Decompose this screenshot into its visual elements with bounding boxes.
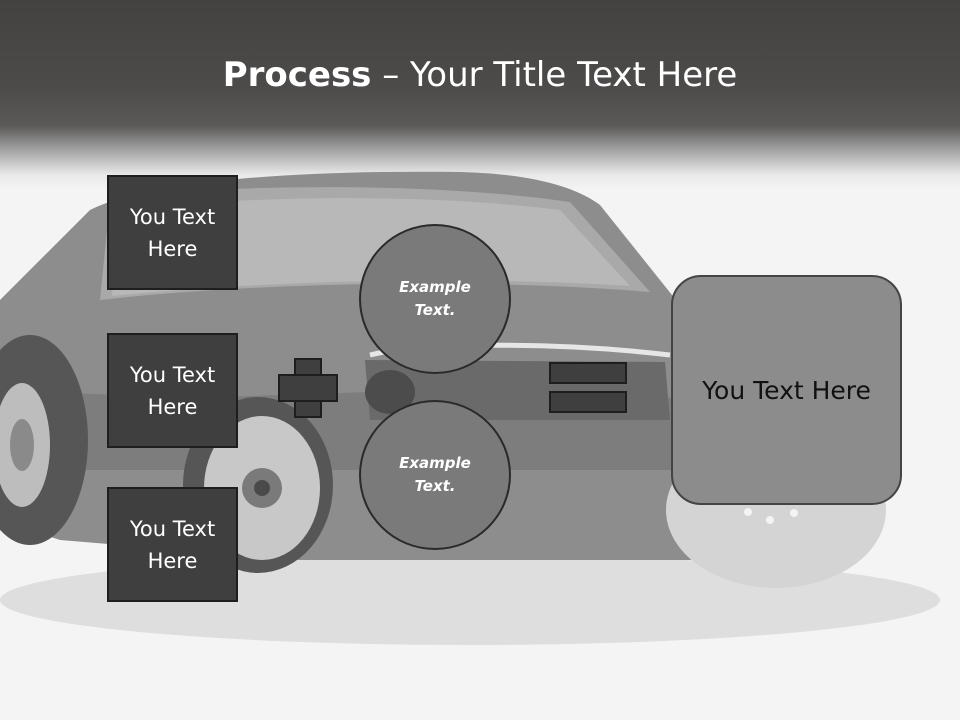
title-rest: – Your Title Text Here [371,55,738,95]
input-box-label: You Text Here [129,362,216,419]
input-box-2: You Text Here [107,333,238,448]
circle-label: Example Text. [399,454,471,495]
plus-icon [278,374,338,402]
title-bar [0,0,960,190]
equals-icon [549,362,627,384]
input-box-1: You Text Here [107,175,238,290]
input-box-label: You Text Here [129,204,216,261]
result-box: You Text Here [671,275,902,505]
example-circle-2: Example Text. [359,400,511,550]
result-label: You Text Here [702,375,871,405]
input-box-label: You Text Here [129,516,216,573]
example-circle-1: Example Text. [359,224,511,374]
title-strong: Process [222,55,372,95]
slide-title: Process – Your Title Text Here [0,52,960,98]
circle-label: Example Text. [399,278,471,319]
equals-icon-lower [549,391,627,413]
input-box-3: You Text Here [107,487,238,602]
